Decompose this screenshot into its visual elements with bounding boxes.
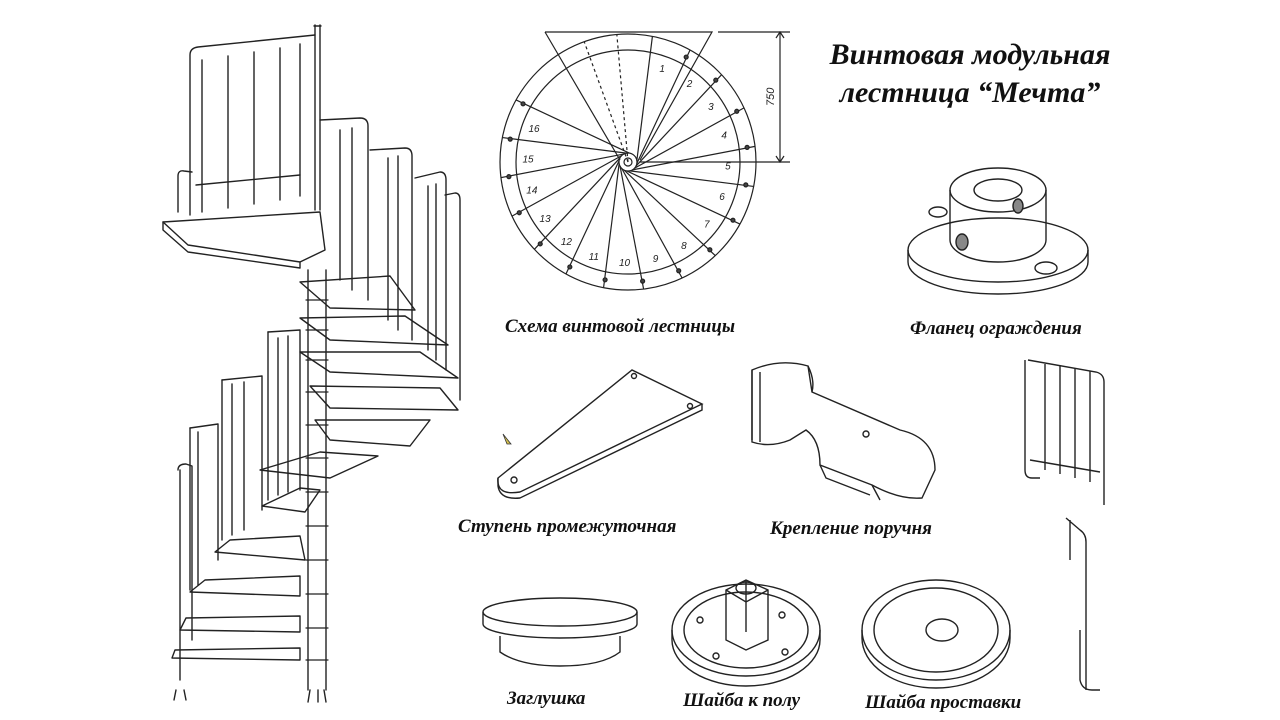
flange-caption: Фланец ограждения [910,318,1082,339]
scheme-step-line [632,145,756,171]
scheme-step-label: 5 [725,161,731,172]
spacer-washer-drawing [861,579,1011,689]
page-title: Винтовая модульная лестница “Мечта” [800,36,1140,112]
scheme-step-line [511,155,622,217]
scheme-bolt-hole [707,247,713,253]
scheme-step-line [634,107,745,169]
scheme-step-line [502,136,627,154]
scheme-step-label: 6 [719,192,725,203]
scheme-step-line [602,163,620,288]
plug-drawing [482,597,638,667]
scheme-step-line [619,166,645,290]
railing-section-drawing [1024,359,1105,691]
scheme-bolt-hole [676,268,682,274]
flange-drawing [907,167,1089,295]
scheme-step-label: 16 [528,124,540,135]
title-line-1: Винтовая модульная [829,38,1111,71]
scheme-geometry [499,30,790,291]
scheme-step-line [621,168,683,279]
scheme-bolt-hole [520,101,526,107]
title-line-2: лестница “Мечта” [839,76,1101,109]
scheme-step-line [626,170,741,225]
scheme-dimension-label: 750 [765,87,777,106]
scheme-step-label: 13 [540,214,552,225]
scheme-bolt-hole [516,210,522,216]
scheme-bolt-hole [734,108,740,114]
top-landing [162,24,326,269]
scheme-step-label: 11 [589,252,599,263]
intermediate-step-drawing [497,369,704,499]
scheme-step-label: 10 [619,258,631,269]
scheme-step-label: 8 [681,241,687,252]
scheme-bolt-hole [506,174,512,180]
scheme-caption: Схема винтовой лестницы [505,316,736,337]
scheme-step-line [623,169,716,257]
scheme-bolt-hole [537,241,543,247]
floor-washer-caption: Шайба к полу [683,690,801,711]
scheme-step-label: 14 [526,186,538,197]
scheme-step-line [635,74,723,167]
spiral-staircase-drawing [162,24,461,703]
central-column [305,269,329,703]
scheme-step-label: 12 [561,237,573,248]
scheme-bolt-hole [713,77,719,83]
scheme-step-label: 1 [659,64,665,75]
step-caption: Ступень промежуточная [458,516,677,537]
scheme-step-line [565,160,620,275]
scheme-bolt-hole [683,54,689,60]
scheme-step-label: 4 [721,130,727,141]
scheme-step-line [636,36,654,161]
scheme-step-line [636,49,691,164]
floor-washer-drawing [671,579,821,687]
scheme-bolt-hole [567,264,573,270]
outer-railing [173,117,461,701]
scheme-step-line [533,157,621,250]
scheme-step-label: 7 [704,220,710,231]
handrail-mount-drawing [751,362,936,501]
scheme-step-lines [500,34,756,290]
scheme-bolt-hole [602,277,608,283]
scheme-bolt-hole [730,217,736,223]
handrail-mount-caption: Крепление поручня [770,518,932,539]
scheme-step-label: 3 [708,102,714,113]
scheme-bolt-holes [506,54,750,284]
scheme-step-line [500,153,624,179]
plug-caption: Заглушка [507,688,586,709]
scheme-bolt-hole [640,278,646,284]
scheme-dashed-line [616,34,629,163]
scheme-dashed-line [583,41,629,163]
scheme-bolt-hole [744,144,750,150]
scheme-step-label: 2 [686,79,693,90]
scheme-step-line [629,170,754,188]
scheme-bolt-hole [507,136,513,142]
scheme-step-label: 15 [522,155,534,166]
spacer-washer-caption: Шайба проставки [865,692,1022,713]
scheme-step-line [515,99,630,154]
stair-steps [171,275,459,661]
scheme-step-label: 9 [653,254,659,265]
scheme-bolt-hole [743,182,749,188]
